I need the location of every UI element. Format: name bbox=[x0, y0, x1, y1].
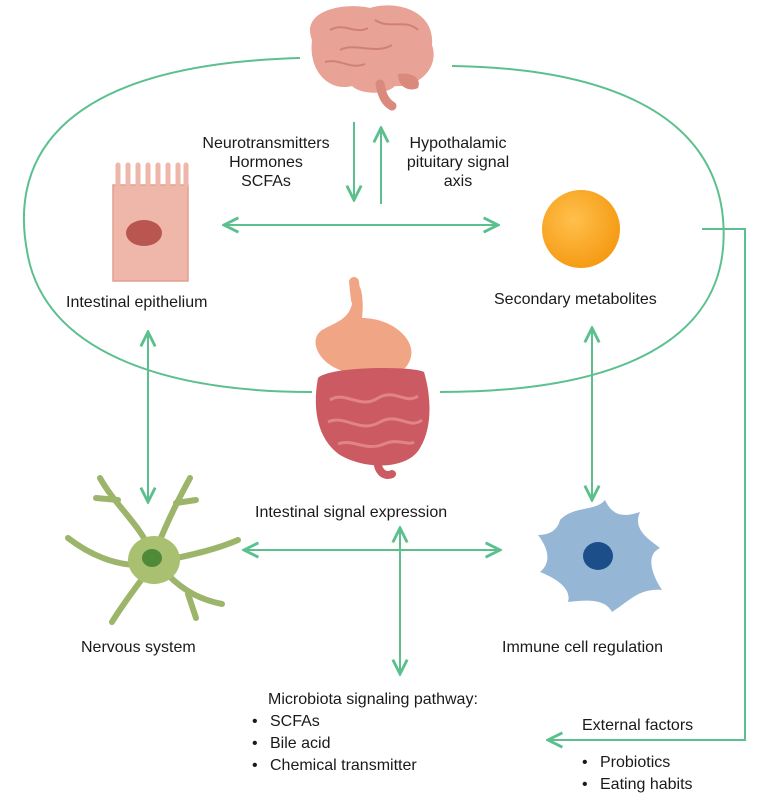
external-factor-item: • Probiotics bbox=[582, 752, 670, 774]
immune-cell-icon bbox=[538, 500, 662, 612]
external-factor-text: Probiotics bbox=[600, 754, 671, 771]
epithelium-cell-icon bbox=[112, 162, 189, 282]
microbiota-item: • Chemical transmitter bbox=[252, 755, 417, 777]
bullet: • bbox=[252, 735, 258, 752]
external-factor-text: Eating habits bbox=[600, 776, 693, 793]
intestinal-signal-label: Intestinal signal expression bbox=[255, 504, 448, 521]
microbiota-item: • Bile acid bbox=[252, 733, 330, 755]
microbiota-title: Microbiota signaling pathway: bbox=[268, 691, 478, 708]
brain-up-line-2: pituitary signal bbox=[406, 154, 510, 171]
microbiota-item: • SCFAs bbox=[252, 711, 320, 733]
brain-icon bbox=[310, 5, 434, 111]
microbiota-item-text: SCFAs bbox=[270, 713, 320, 730]
bullet: • bbox=[252, 757, 258, 774]
external-factors-title: External factors bbox=[582, 717, 694, 734]
microbiota-item-text: Bile acid bbox=[270, 735, 331, 752]
microbiota-item-text: Chemical transmitter bbox=[270, 757, 417, 774]
intestinal-epithelium-label: Intestinal epithelium bbox=[66, 294, 208, 311]
secondary-metabolites-label: Secondary metabolites bbox=[494, 291, 657, 308]
metabolite-sphere-icon bbox=[542, 190, 620, 268]
stomach-intestine-icon bbox=[315, 277, 430, 479]
brain-down-line-3: SCFAs bbox=[241, 173, 291, 190]
brain-down-signals-label: Neurotransmitters Hormones SCFAs bbox=[186, 134, 346, 191]
external-factor-item: • Eating habits bbox=[582, 774, 693, 796]
nervous-system-label: Nervous system bbox=[81, 639, 196, 656]
brain-down-line-2: Hormones bbox=[229, 154, 303, 171]
neuron-icon bbox=[65, 475, 241, 625]
brain-down-line-1: Neurotransmitters bbox=[202, 135, 330, 152]
brain-up-line-3: axis bbox=[443, 173, 473, 190]
axis-loop-outline bbox=[23, 57, 725, 393]
arrow-external-factors bbox=[548, 228, 746, 740]
bullet: • bbox=[252, 713, 258, 730]
brain-up-signals-label: Hypothalamic pituitary signal axis bbox=[388, 134, 528, 191]
immune-cell-regulation-label: Immune cell regulation bbox=[502, 639, 663, 656]
arrows bbox=[148, 122, 746, 740]
bullet: • bbox=[582, 776, 588, 793]
bullet: • bbox=[582, 754, 588, 771]
brain-up-line-1: Hypothalamic bbox=[409, 135, 507, 152]
